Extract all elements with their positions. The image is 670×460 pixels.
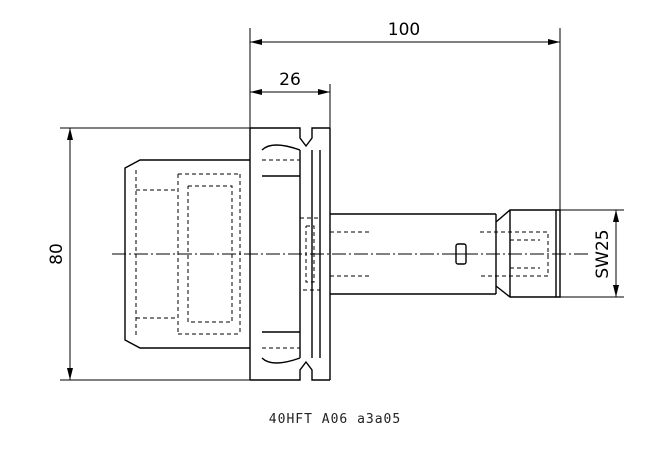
shank xyxy=(330,213,497,295)
drawing-caption: 40HFT A06 a3a05 xyxy=(268,412,402,427)
collet-nut xyxy=(480,209,561,298)
flange xyxy=(250,127,331,381)
dimension-overall-length: 100 xyxy=(249,20,561,212)
dimension-diameter: 80 xyxy=(47,127,250,381)
taper-body xyxy=(124,128,251,380)
overall-length-label: 100 xyxy=(388,20,420,40)
diameter-label: 80 xyxy=(47,243,67,265)
dimension-flange-length: 26 xyxy=(250,70,331,136)
wrench-flat-label: SW25 xyxy=(593,229,613,278)
dimension-wrench-flat: SW25 xyxy=(560,209,624,298)
flange-length-label: 26 xyxy=(279,70,301,90)
